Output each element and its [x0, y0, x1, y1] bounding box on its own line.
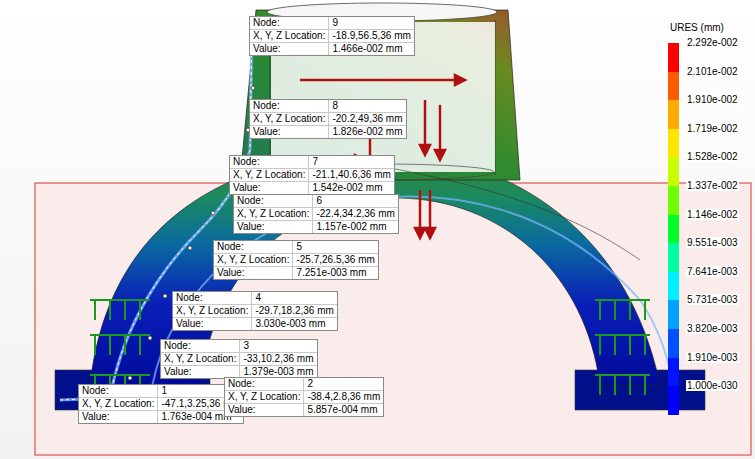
- legend-swatch: [668, 72, 679, 101]
- probe-field: X, Y, Z Location:: [230, 169, 309, 182]
- legend-value: 7.641e-003: [686, 266, 739, 277]
- legend-swatch: [668, 186, 679, 215]
- probe-field: X, Y, Z Location:: [173, 305, 252, 318]
- probe-value: 5.857e-004 mm: [304, 404, 383, 416]
- probe-field: Value:: [230, 182, 309, 194]
- probe-value: -33,10.2,36 mm: [240, 353, 316, 366]
- probe-path: [150, 197, 675, 400]
- probe-field: X, Y, Z Location:: [250, 30, 329, 43]
- legend-value: 9.551e-003: [686, 237, 739, 248]
- legend-row: 1.000e-030: [668, 386, 724, 415]
- legend-swatch: [668, 329, 679, 358]
- probe-field: Node:: [79, 385, 158, 398]
- probe-field: X, Y, Z Location:: [225, 391, 304, 404]
- probe-field: Value:: [250, 43, 329, 55]
- color-legend: URES (mm)2.292e-0022.101e-0021.910e-0021…: [668, 22, 724, 415]
- legend-value: 1.337e-002: [686, 180, 739, 191]
- legend-value: 1.910e-002: [686, 94, 739, 105]
- probe-field: Value:: [173, 318, 252, 330]
- probe-callout: Node:6X, Y, Z Location:-22.4,34.2,36 mmV…: [233, 194, 399, 234]
- probe-value: -29.7,18.2,36 mm: [252, 305, 336, 318]
- legend-swatch: [668, 386, 679, 415]
- probe-field: Value:: [250, 126, 329, 138]
- probe-value: 7.251e-003 mm: [293, 267, 377, 279]
- probe-callout: Node:3X, Y, Z Location:-33,10.2,36 mmVal…: [160, 339, 318, 379]
- probe-value: 7: [309, 156, 393, 169]
- probe-field: Node:: [173, 292, 252, 305]
- legend-swatch: [668, 129, 679, 158]
- probe-callout: Node:5X, Y, Z Location:-25.7,26.5,36 mmV…: [213, 240, 379, 280]
- legend-swatch: [668, 243, 679, 272]
- legend-title: URES (mm): [670, 22, 724, 33]
- probe-value: 3.030e-003 mm: [252, 318, 336, 330]
- probe-field: Node:: [230, 156, 309, 169]
- probe-field: Node:: [161, 340, 240, 353]
- probe-callout: Node:8X, Y, Z Location:-20.2,49,36 mmVal…: [249, 99, 407, 139]
- probe-callout: Node:2X, Y, Z Location:-38.4,2.8,36 mmVa…: [224, 377, 384, 417]
- legend-value: 2.101e-002: [686, 66, 739, 77]
- probe-field: Node:: [225, 378, 304, 391]
- probe-field: Value:: [234, 221, 313, 233]
- legend-value: 1.146e-002: [686, 209, 739, 220]
- probe-field: Value:: [225, 404, 304, 416]
- probe-value: -38.4,2.8,36 mm: [304, 391, 383, 404]
- probe-value: 1.466e-002 mm: [329, 43, 413, 55]
- legend-value: 1.719e-002: [686, 123, 739, 134]
- legend-swatch: [668, 157, 679, 186]
- probe-value: 1.826e-002 mm: [329, 126, 405, 138]
- probe-field: Value:: [214, 267, 293, 279]
- probe-field: Node:: [250, 100, 329, 113]
- probe-field: Value:: [79, 411, 158, 423]
- probe-field: Node:: [214, 241, 293, 254]
- probe-value: 1.157e-002 mm: [313, 221, 397, 233]
- probe-value: 3: [240, 340, 316, 353]
- legend-value: 2.292e-002: [686, 37, 739, 48]
- probe-value: 2: [304, 378, 383, 391]
- probe-value: -21.1,40.6,36 mm: [309, 169, 393, 182]
- probe-field: X, Y, Z Location:: [234, 208, 313, 221]
- probe-field: X, Y, Z Location:: [250, 113, 329, 126]
- legend-swatch: [668, 272, 679, 301]
- legend-swatch: [668, 43, 679, 72]
- probe-field: X, Y, Z Location:: [161, 353, 240, 366]
- legend-swatch: [668, 100, 679, 129]
- probe-value: -22.4,34.2,36 mm: [313, 208, 397, 221]
- legend-value: 1.000e-030: [686, 380, 739, 391]
- arch-body: [90, 150, 660, 385]
- probe-value: -18.9,56.5,36 mm: [329, 30, 413, 43]
- probe-value: 6: [313, 195, 397, 208]
- legend-value: 3.820e-003: [686, 323, 739, 334]
- probe-value: 8: [329, 100, 405, 113]
- legend-swatch: [668, 215, 679, 244]
- probe-callout: Node:9X, Y, Z Location:-18.9,56.5,36 mmV…: [249, 16, 415, 56]
- probe-field: Node:: [234, 195, 313, 208]
- probe-callout: Node:1X, Y, Z Location:-47.1,3.25,36 mmV…: [78, 384, 244, 424]
- probe-callout: Node:4X, Y, Z Location:-29.7,18.2,36 mmV…: [172, 291, 338, 331]
- probe-value: 4: [252, 292, 336, 305]
- probe-value: -20.2,49,36 mm: [329, 113, 405, 126]
- probe-value: -25.7,26.5,36 mm: [293, 254, 377, 267]
- legend-swatch: [668, 358, 679, 387]
- legend-swatch: [668, 300, 679, 329]
- probe-field: X, Y, Z Location:: [79, 398, 158, 411]
- legend-value: 1.528e-002: [686, 151, 739, 162]
- legend-value: 5.731e-003: [686, 294, 739, 305]
- probe-field: Node:: [250, 17, 329, 30]
- probe-field: X, Y, Z Location:: [214, 254, 293, 267]
- probe-value: 1.542e-002 mm: [309, 182, 393, 194]
- probe-callout: Node:7X, Y, Z Location:-21.1,40.6,36 mmV…: [229, 155, 395, 195]
- legend-value: 1.910e-003: [686, 352, 739, 363]
- probe-value: 9: [329, 17, 413, 30]
- probe-value: 5: [293, 241, 377, 254]
